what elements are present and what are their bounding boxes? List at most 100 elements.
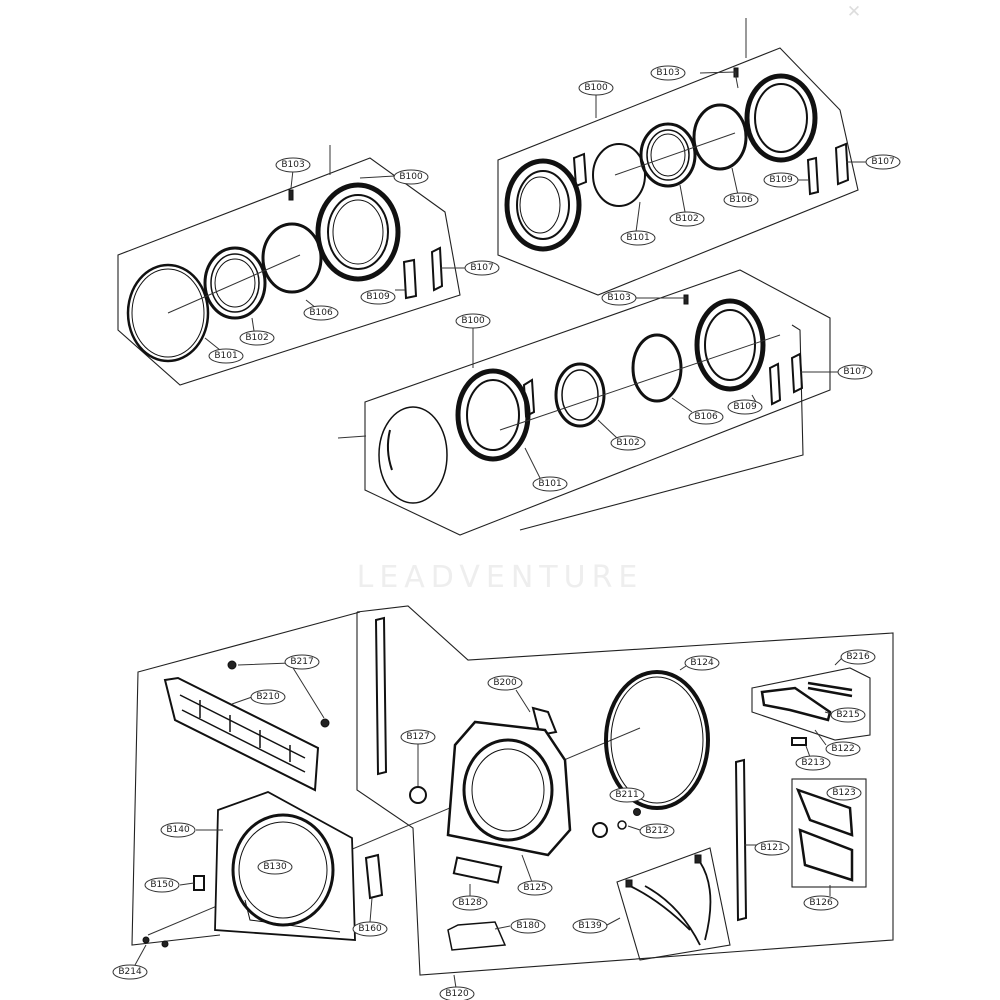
label-b106: B106	[688, 409, 724, 425]
door-frame	[504, 158, 582, 252]
svg-text:B109: B109	[366, 292, 390, 302]
screw-icon	[142, 936, 150, 944]
small-part-icon	[633, 808, 641, 816]
small-part-icon	[193, 875, 205, 891]
svg-text:B128: B128	[458, 898, 482, 908]
svg-text:B102: B102	[616, 438, 639, 448]
filter-part	[452, 856, 503, 884]
svg-text:B140: B140	[166, 825, 190, 835]
door-frame	[315, 182, 401, 282]
front-panel-group: B217 B210 B140 B130 B150 B160 B214 B120	[112, 605, 894, 1000]
label-b101: B101	[620, 230, 656, 246]
svg-text:B125: B125	[523, 883, 546, 893]
label-b214: B214	[112, 964, 148, 980]
svg-text:B122: B122	[831, 744, 854, 754]
connector-icon	[625, 879, 633, 888]
hinge-cover-icon	[768, 362, 782, 406]
door-assembly-left: B103 B100 B107 B109 B106 B102 B101	[117, 145, 500, 386]
door-gasket	[639, 122, 697, 188]
svg-text:B106: B106	[309, 308, 333, 318]
label-b103: B103	[650, 65, 686, 81]
assembly-outline	[497, 47, 859, 296]
label-b106: B106	[303, 305, 339, 321]
label-b101: B101	[208, 348, 244, 364]
svg-text:B211: B211	[615, 790, 638, 800]
label-b107: B107	[865, 154, 901, 170]
bushing-icon	[592, 822, 608, 838]
svg-text:B130: B130	[263, 862, 287, 872]
label-b100: B100	[578, 80, 614, 96]
hinge-cover-icon	[522, 378, 536, 418]
door-frame	[455, 368, 531, 462]
label-b109: B109	[360, 289, 396, 305]
svg-text:B160: B160	[358, 924, 382, 934]
svg-text:B107: B107	[470, 263, 493, 273]
label-b213: B213	[795, 755, 831, 771]
svg-text:B103: B103	[656, 68, 679, 78]
label-b150: B150	[144, 877, 180, 893]
door-gasket-ring	[604, 670, 710, 810]
small-part-icon	[447, 921, 507, 951]
label-b127: B127	[400, 729, 436, 745]
label-b139: B139	[572, 918, 608, 934]
svg-text:B103: B103	[281, 160, 304, 170]
label-b101: B101	[532, 476, 568, 492]
vertical-strip	[374, 616, 388, 776]
label-b121: B121	[754, 840, 790, 856]
svg-text:B216: B216	[846, 652, 870, 662]
svg-text:B150: B150	[150, 880, 174, 890]
door-glass	[378, 406, 448, 504]
svg-text:B107: B107	[871, 157, 894, 167]
door-assembly-right: B103 B100 B107 B109 B106 B102 B101	[497, 18, 901, 296]
svg-text:B217: B217	[290, 657, 313, 667]
svg-text:B127: B127	[406, 732, 429, 742]
svg-text:B215: B215	[836, 710, 859, 720]
label-b216: B216	[840, 649, 876, 665]
door-frame	[744, 73, 818, 163]
svg-text:B100: B100	[461, 316, 485, 326]
filter-housing	[798, 828, 854, 882]
hinge-icon	[834, 142, 850, 186]
hinge-icon	[790, 352, 804, 394]
svg-text:B107: B107	[843, 367, 866, 377]
hinge-cover-icon	[572, 152, 588, 188]
svg-text:B103: B103	[607, 293, 630, 303]
door-ring	[692, 103, 748, 171]
label-b125: B125	[517, 880, 553, 896]
label-b109: B109	[763, 172, 799, 188]
svg-text:B120: B120	[445, 989, 469, 999]
control-panel-bracket	[163, 676, 320, 792]
label-b107: B107	[837, 364, 873, 380]
svg-text:B106: B106	[729, 195, 753, 205]
door-gasket	[554, 362, 606, 428]
small-part-icon	[364, 853, 384, 900]
label-b140: B140	[160, 822, 196, 838]
label-b109: B109	[727, 399, 763, 415]
close-icon[interactable]: ✕	[846, 2, 862, 22]
svg-text:B139: B139	[578, 921, 602, 931]
door-glass	[592, 143, 646, 207]
svg-text:B109: B109	[733, 402, 757, 412]
hinge-cover-icon	[402, 258, 418, 300]
duct-part	[760, 686, 832, 722]
label-b130: B130	[257, 859, 293, 875]
label-b102: B102	[669, 211, 705, 227]
svg-text:B121: B121	[760, 843, 783, 853]
svg-text:B102: B102	[245, 333, 268, 343]
svg-text:B100: B100	[399, 172, 423, 182]
svg-text:B106: B106	[694, 412, 718, 422]
label-b211: B211	[609, 787, 645, 803]
label-b103: B103	[275, 157, 311, 173]
svg-text:B124: B124	[690, 658, 714, 668]
svg-text:B101: B101	[626, 233, 649, 243]
door-frame	[694, 298, 766, 392]
label-b120: B120	[439, 986, 475, 1000]
screw-icon	[683, 294, 689, 305]
label-b123: B123	[826, 785, 862, 801]
hinge-cover-icon	[806, 156, 820, 196]
label-b200: B200	[487, 675, 523, 691]
label-b102: B102	[610, 435, 646, 451]
vertical-strip	[734, 758, 748, 922]
svg-text:B213: B213	[801, 758, 824, 768]
